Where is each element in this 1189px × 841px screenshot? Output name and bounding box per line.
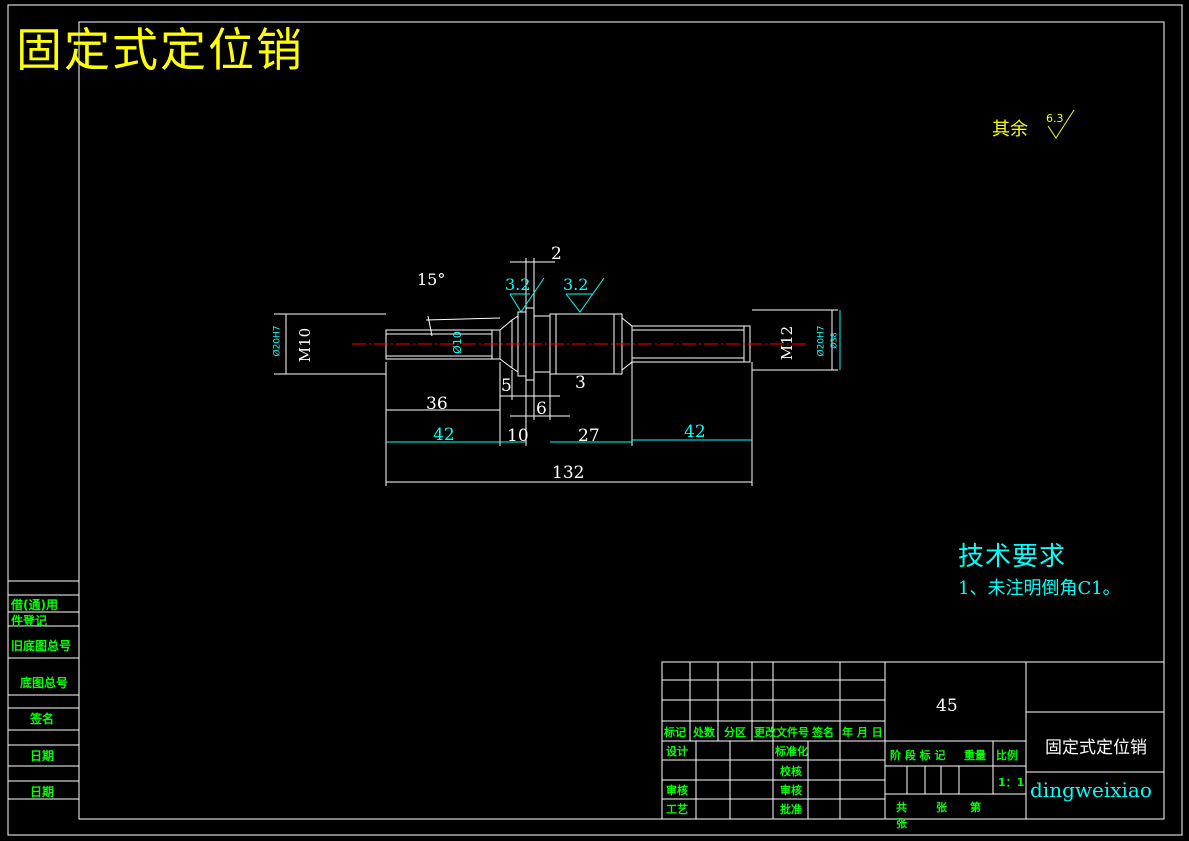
- dim-phi20-left: Ø20H7: [272, 325, 283, 357]
- side-label: 底图总号: [20, 676, 69, 690]
- side-label: 日期: [30, 785, 55, 799]
- dim-phi20-right: Ø20H7: [816, 325, 827, 357]
- tb-row-label: 标记: [664, 726, 686, 739]
- tb-craft: 工艺: [666, 803, 688, 816]
- tb-check: 审核: [780, 784, 802, 797]
- dim-m12: M12: [778, 325, 797, 361]
- tb-total: 共: [896, 801, 907, 814]
- tb-approve: 批准: [780, 803, 802, 816]
- tb-review: 审核: [666, 784, 688, 797]
- dim-5: 5: [501, 376, 512, 396]
- tb-sheet: 张: [936, 801, 947, 814]
- drawing-title: 固定式定位销: [16, 23, 304, 77]
- roughness-3-2-left: 3.2: [505, 275, 531, 294]
- tb-stage: 阶 段 标 记: [890, 749, 946, 762]
- roughness-label: 其余: [992, 119, 1028, 140]
- dim-2: 2: [551, 244, 562, 264]
- tb-ratio: 比例: [996, 749, 1018, 762]
- material: 45: [936, 696, 958, 716]
- dimension-lines-cyan: [386, 277, 841, 443]
- dim-27: 27: [578, 426, 600, 446]
- dim-42-right: 42: [684, 422, 706, 442]
- tb-row-label: 分区: [724, 726, 746, 739]
- dim-36: 36: [426, 394, 448, 414]
- dim-phi-small: Ø38: [829, 332, 839, 349]
- tb-row-label: 更改文件号: [754, 726, 809, 739]
- part-name: 固定式定位销: [1045, 738, 1147, 758]
- tb-weight: 重量: [964, 749, 986, 762]
- pin-outline: [385, 307, 751, 381]
- tb-zhang: 张: [896, 817, 907, 830]
- side-label: 件登记: [11, 614, 48, 628]
- side-label: 借(通)用: [11, 598, 58, 612]
- tb-standard: 标准化: [775, 745, 808, 758]
- dim-10: 10: [507, 426, 529, 446]
- dim-m10: M10: [296, 327, 315, 363]
- dim-phi10: Ø10: [450, 331, 464, 354]
- dim-42-left: 42: [433, 425, 455, 445]
- tb-scale: 1：1: [998, 776, 1025, 789]
- dim-angle: 15°: [417, 270, 446, 289]
- tb-page: 第: [970, 801, 981, 814]
- dim-3: 3: [575, 373, 586, 393]
- roughness-value: 6.3: [1046, 112, 1064, 125]
- side-label: 日期: [30, 749, 55, 763]
- tb-row-label: 年 月 日: [842, 726, 883, 739]
- inner-frame: [78, 21, 1165, 820]
- dim-132: 132: [552, 463, 585, 483]
- roughness-symbol: [1047, 109, 1075, 139]
- tb-design: 设计: [666, 745, 688, 758]
- side-label: 签名: [30, 712, 55, 726]
- side-label: 旧底图总号: [11, 639, 72, 653]
- outer-frame: [7, 4, 1183, 836]
- tech-item-1: 1、未注明倒角C1。: [958, 578, 1121, 599]
- dimension-lines: [274, 258, 838, 486]
- company-name: dingweixiao: [1030, 778, 1152, 802]
- tb-check2: 校核: [780, 765, 802, 778]
- title-block-grid: [661, 661, 1165, 820]
- roughness-3-2-right: 3.2: [563, 275, 589, 294]
- tb-row-label: 签名: [812, 726, 834, 739]
- tech-heading: 技术要求: [958, 542, 1067, 572]
- tb-row-label: 处数: [693, 726, 715, 739]
- dim-6: 6: [536, 399, 547, 419]
- side-table: [7, 580, 80, 800]
